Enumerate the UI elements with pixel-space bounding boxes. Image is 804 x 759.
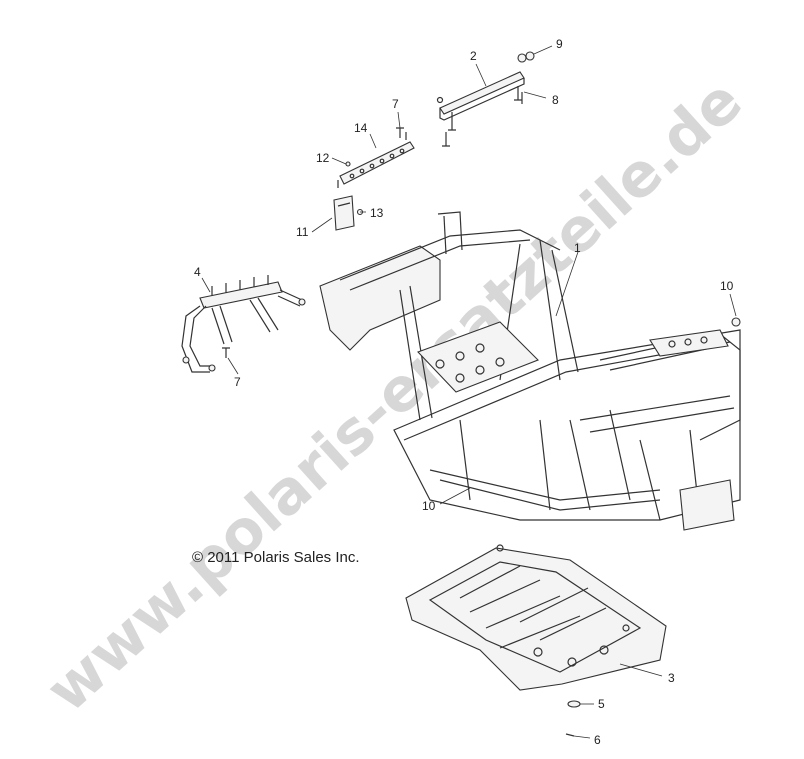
part-7-screw-lower bbox=[222, 347, 230, 358]
callout-3: 3 bbox=[668, 671, 675, 685]
callout-1: 1 bbox=[574, 241, 581, 255]
part-6-screw bbox=[565, 733, 575, 737]
callout-10-lower: 10 bbox=[422, 499, 436, 513]
part-11-bracket bbox=[333, 195, 355, 231]
part-3-skid-plate bbox=[405, 544, 667, 691]
callout-8: 8 bbox=[552, 93, 559, 107]
copyright-notice: © 2011 Polaris Sales Inc. bbox=[192, 549, 360, 566]
callout-4: 4 bbox=[194, 265, 201, 279]
part-2-cross-bar bbox=[436, 71, 525, 147]
part-14-plate bbox=[339, 141, 415, 185]
callout-7-lower: 7 bbox=[234, 375, 241, 389]
leader-lines bbox=[201, 45, 737, 739]
part-8-bolt bbox=[514, 86, 523, 104]
part-1-main-frame bbox=[319, 211, 741, 531]
part-9-nut bbox=[517, 51, 535, 63]
callout-11: 11 bbox=[296, 225, 309, 239]
part-4-bracket-assembly bbox=[181, 275, 306, 373]
callout-9: 9 bbox=[556, 37, 563, 51]
callout-5: 5 bbox=[598, 697, 605, 711]
callout-13: 13 bbox=[370, 206, 384, 220]
part-7-screw-upper bbox=[396, 127, 407, 140]
part-10-nut-right bbox=[731, 317, 741, 327]
callout-14: 14 bbox=[354, 121, 368, 135]
callout-2: 2 bbox=[470, 49, 477, 63]
callout-7-upper: 7 bbox=[392, 97, 399, 111]
callout-6: 6 bbox=[594, 733, 601, 747]
callout-10-right: 10 bbox=[720, 279, 734, 293]
part-5-clip bbox=[567, 700, 581, 708]
callout-12: 12 bbox=[316, 151, 330, 165]
